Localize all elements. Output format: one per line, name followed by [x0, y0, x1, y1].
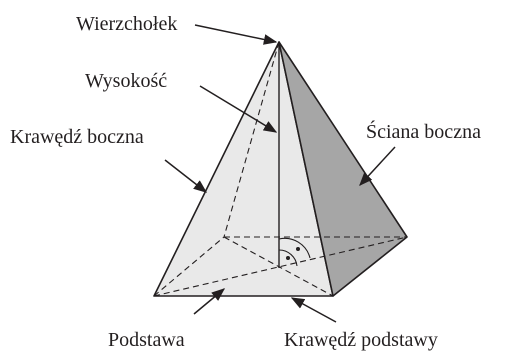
- base-edge-label: Krawędź podstawy: [284, 329, 438, 351]
- lateral-face-arrow: [359, 146, 396, 186]
- lateral-edge-arrow: [164, 159, 208, 193]
- height-arrow: [199, 85, 278, 133]
- height-label: Wysokość: [85, 70, 167, 92]
- pointer-arrows: [164, 24, 396, 323]
- right-angle-marks: [278, 237, 311, 267]
- lateral-edge-label: Krawędź boczna: [10, 126, 144, 148]
- base-edge-arrow: [290, 297, 337, 323]
- base-label: Podstawa: [108, 329, 185, 351]
- apex-label: Wierzchołek: [76, 13, 177, 35]
- right-angle-dot: [296, 247, 300, 251]
- lateral-face-label: Ściana boczna: [366, 119, 481, 143]
- base-arrow: [193, 288, 226, 315]
- right-angle-dot: [286, 256, 290, 260]
- right-lateral-face: [278, 41, 408, 297]
- apex-arrow: [194, 24, 278, 45]
